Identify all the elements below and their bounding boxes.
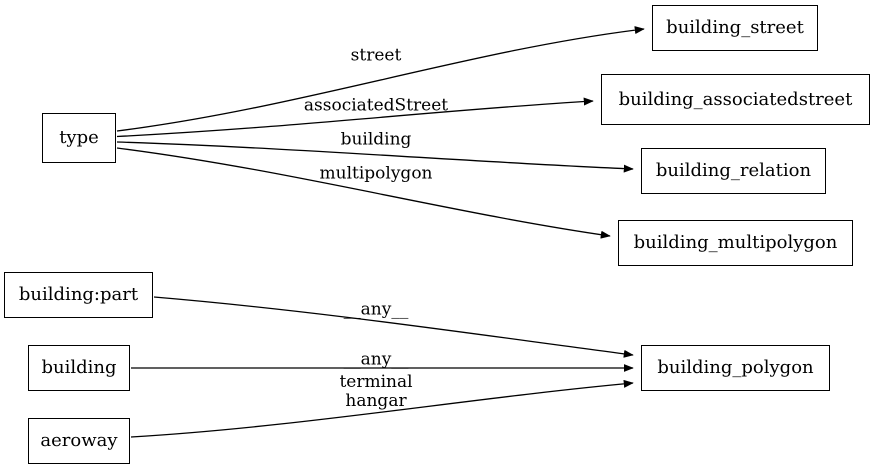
- node-aeroway[interactable]: aeroway: [28, 418, 130, 464]
- edge-type-building_relation: [116, 141, 634, 173]
- node-label: building: [41, 357, 117, 378]
- node-building-polygon[interactable]: building_polygon: [641, 345, 830, 391]
- edge-label-building: building: [340, 129, 412, 150]
- edge-type-building_street: [116, 26, 645, 132]
- node-building-street[interactable]: building_street: [652, 5, 818, 51]
- edge-label-terminal-hangar: terminal hangar: [339, 371, 413, 411]
- node-label: building_relation: [655, 160, 812, 181]
- node-label: building:part: [18, 284, 139, 305]
- node-building-multipolygon[interactable]: building_multipolygon: [618, 220, 853, 266]
- edge-type-building_associatedstreet: [116, 97, 594, 138]
- edge-label-street: street: [350, 45, 402, 66]
- node-type[interactable]: type: [42, 113, 116, 163]
- node-label: building_polygon: [657, 357, 814, 378]
- node-building-part[interactable]: building:part: [4, 272, 153, 318]
- node-label: aeroway: [40, 430, 118, 451]
- edge-label-associatedstreet: associatedStreet: [303, 95, 449, 116]
- node-label: building_associatedstreet: [618, 88, 853, 110]
- node-building-relation[interactable]: building_relation: [641, 148, 826, 194]
- edge-label-multipolygon: multipolygon: [319, 163, 433, 184]
- node-label: building_street: [666, 17, 804, 38]
- edge-building_part-building_polygon: [153, 296, 634, 358]
- node-building[interactable]: building: [28, 345, 130, 391]
- node-label: building_multipolygon: [633, 232, 838, 253]
- edge-aeroway-building_polygon: [130, 379, 634, 438]
- edge-label-any-building: __any__: [343, 349, 409, 370]
- node-building-associatedstreet[interactable]: building_associatedstreet: [601, 74, 870, 125]
- node-label: type: [59, 127, 99, 148]
- edge-label-any-building-part: __any__: [343, 299, 409, 320]
- edge-type-building_multipolygon: [116, 147, 611, 239]
